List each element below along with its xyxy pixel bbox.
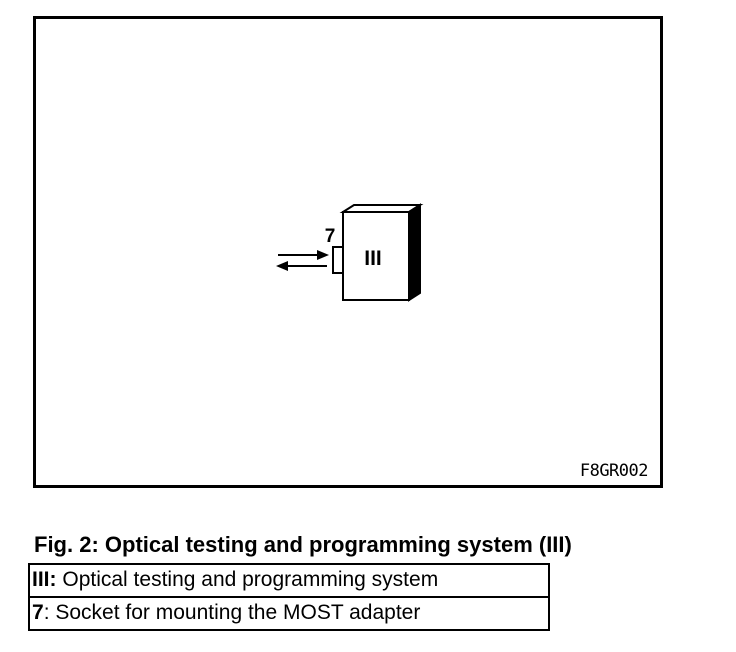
box-side-face <box>408 203 421 302</box>
arrow-left-icon <box>276 261 288 271</box>
socket-shape <box>332 246 344 274</box>
figure-code: F8GR002 <box>579 461 649 481</box>
device-label: III <box>364 247 382 270</box>
legend-cell: III: Optical testing and programming sys… <box>28 563 550 598</box>
arrow-right-icon <box>317 250 329 260</box>
figure-frame: III 7 F8GR002 <box>33 16 663 488</box>
legend-table: III: Optical testing and programming sys… <box>28 563 550 631</box>
legend-description: Optical testing and programming system <box>62 568 439 591</box>
legend-description: Socket for mounting the MOST adapter <box>55 601 421 624</box>
device-diagram: III 7 <box>276 203 424 302</box>
legend-row: 7: Socket for mounting the MOST adapter <box>28 596 550 631</box>
legend-key: III <box>32 568 50 591</box>
box-top-face <box>339 204 424 213</box>
legend-key: 7 <box>32 601 44 624</box>
legend-separator: : <box>49 568 57 591</box>
legend-separator: : <box>43 601 50 624</box>
legend-row: III: Optical testing and programming sys… <box>28 563 550 598</box>
socket-number-label: 7 <box>325 226 336 247</box>
figure-caption: Fig. 2: Optical testing and programming … <box>34 532 572 557</box>
legend-cell: 7: Socket for mounting the MOST adapter <box>28 596 550 631</box>
